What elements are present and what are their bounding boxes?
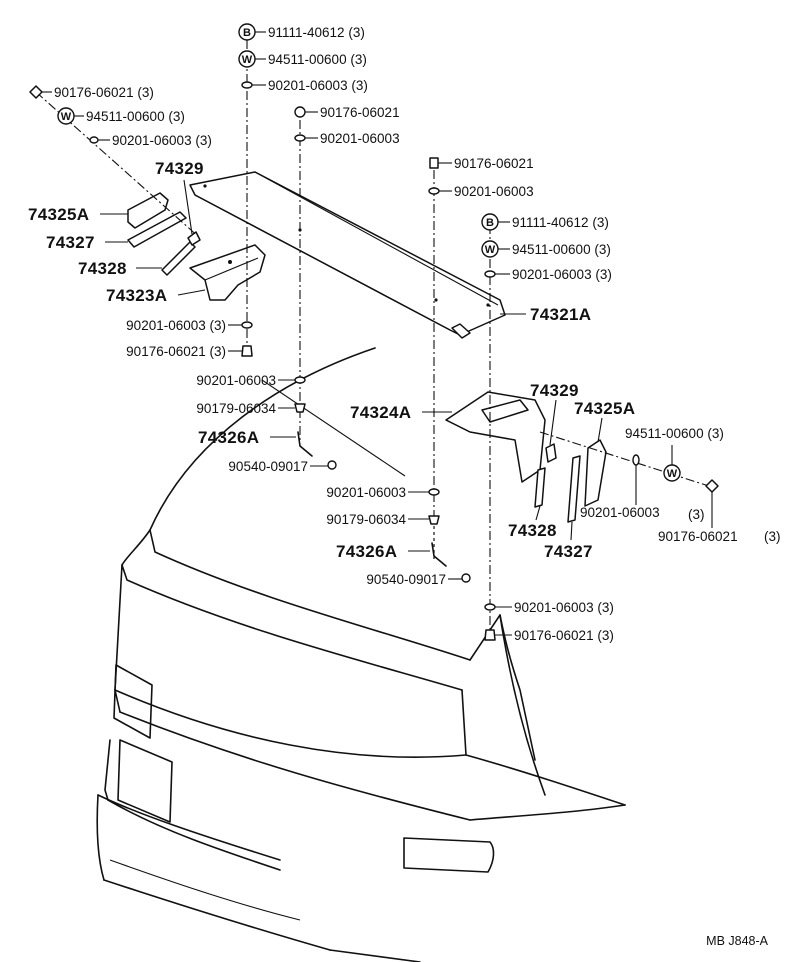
label-washer-right-side: 94511-00600 (3) [625,426,724,441]
label-nut-right: 90176-06021 [454,156,534,171]
assembly-centerlines [35,40,713,640]
label-nut-left-bottom: 90176-06021 (3) [126,344,226,359]
label-grommet-mid-3: 90179-06034 [326,512,406,527]
part-labels: 74329 74325A 74327 74328 74323A 74321A 7… [28,159,635,561]
vehicle-body-outline [96,347,626,962]
label-flatwasher-right-2: 90201-06003 (3) [512,267,612,282]
label-flatwasher-mid-3: 90201-06003 [326,485,406,500]
label-74329-right: 74329 [530,381,579,400]
label-washer-left: 94511-00600 (3) [86,109,185,124]
fastener-glyphs: B W W B W W [29,23,719,641]
label-nut-right-bottom: 90176-06021 (3) [514,628,614,643]
bolt-symbol: B [243,27,251,39]
label-74328-right: 74328 [508,521,557,540]
label-washer-right: 94511-00600 (3) [512,242,611,257]
label-74324a: 74324A [350,403,411,422]
label-74325a-left: 74325A [28,205,89,224]
label-74327-right: 74327 [544,542,593,561]
label-flatwasher-mid-2: 90201-06003 [196,373,276,388]
label-74325a-right: 74325A [574,399,635,418]
washer-symbol: W [667,468,678,480]
spoiler-panel [189,171,506,339]
label-74326a-upper: 74326A [198,428,259,447]
label-flatwasher-left-bottom: 90201-06003 (3) [126,318,226,333]
label-washer-center: 94511-00600 (3) [268,52,367,67]
label-74326a-lower: 74326A [336,542,397,561]
label-74321a: 74321A [530,305,591,324]
label-flatwasher-center: 90201-06003 (3) [268,78,368,93]
washer-symbol: W [485,244,496,256]
label-clip-mid-3: 90540-09017 [366,572,446,587]
label-74329-left: 74329 [155,159,204,178]
label-flatwasher-right-bottom: 90201-06003 (3) [514,600,614,615]
label-clip-mid: 90540-09017 [228,459,308,474]
fastener-labels: 91111-40612 (3) 94511-00600 (3) 90201-06… [54,25,781,643]
label-nut-mid: 90176-06021 [320,105,400,120]
label-74327-left: 74327 [46,233,95,252]
label-bolt-center: 91111-40612 (3) [268,25,365,40]
label-flatwasher-mid: 90201-06003 [320,131,400,146]
label-74323a: 74323A [106,286,167,305]
label-74328-left: 74328 [78,259,127,278]
left-bracket-group [127,192,266,301]
washer-symbol: W [242,54,253,66]
washer-symbol: W [61,111,72,123]
leader-lines [42,31,713,636]
label-flatwasher-left: 90201-06003 (3) [112,133,212,148]
label-flatwasher-right: 90201-06003 [454,184,534,199]
label-nut-left: 90176-06021 (3) [54,85,154,100]
label-nut-right-side-qty: (3) [764,529,781,544]
label-nut-right-side: 90176-06021 [658,529,738,544]
right-bracket-group [445,391,607,523]
bolt-symbol: B [486,217,494,229]
label-bolt-right: 91111-40612 (3) [512,215,609,230]
label-grommet-mid: 90179-06034 [196,401,276,416]
label-flatwasher-right-side-qty: (3) [688,507,705,522]
diagram-reference-code: MB J848-A [706,934,768,948]
label-flatwasher-right-side: 90201-06003 [580,505,660,520]
